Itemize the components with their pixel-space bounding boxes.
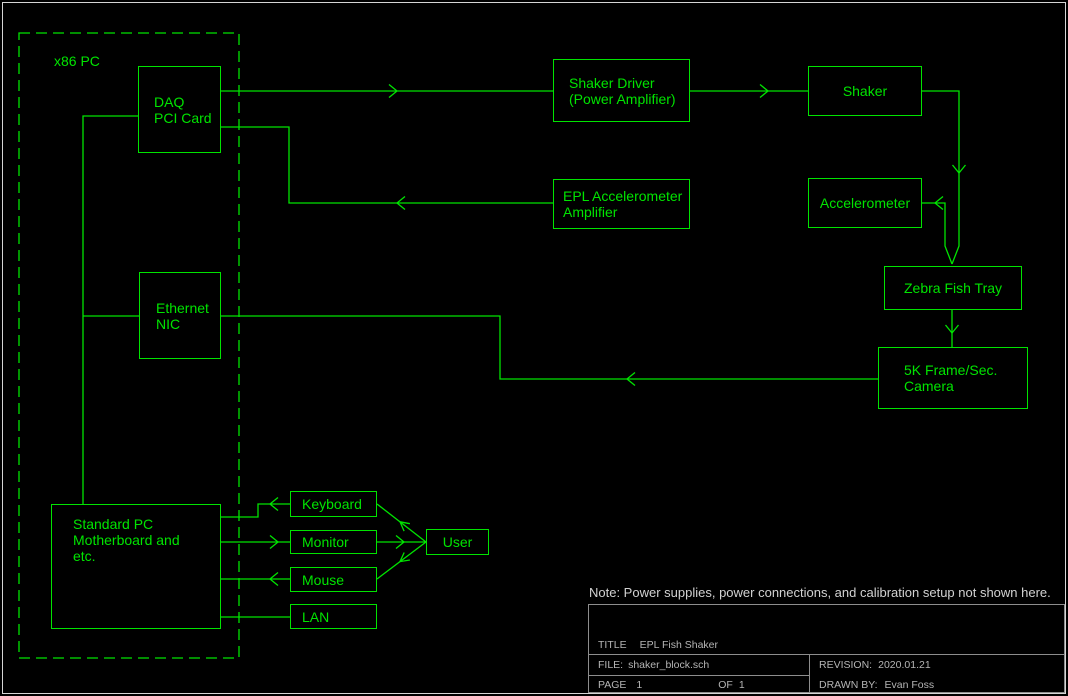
x86-pc-label: x86 PC	[54, 53, 100, 69]
monitor-label: Monitor	[302, 534, 349, 550]
titleblock-revision-row: REVISION: 2020.01.21	[819, 659, 931, 671]
keyboard-label: Keyboard	[302, 496, 362, 512]
arrowhead-down-icon	[951, 164, 967, 175]
arrowhead-left-icon	[268, 571, 279, 587]
shaker-label: Shaker	[842, 83, 888, 99]
lan-label: LAN	[302, 608, 330, 625]
arrowhead-right-icon	[388, 83, 399, 99]
title-label: TITLE	[598, 639, 627, 651]
lan-block[interactable]: LAN	[290, 604, 377, 629]
epl-accelerometer-amplifier-block[interactable]: EPL Accelerometer Amplifier	[553, 179, 690, 229]
wire-user-to-mouse	[376, 541, 427, 580]
wire-shaker-to-tray	[922, 90, 960, 265]
zebra-fish-tray-block[interactable]: Zebra Fish Tray	[884, 266, 1022, 310]
daq-pci-card-label: DAQ PCI Card	[154, 93, 212, 126]
arrowhead-right-icon	[269, 534, 280, 550]
arrowhead-left-icon	[395, 195, 406, 211]
titleblock-file-row: FILE: shaker_block.sch	[598, 659, 709, 671]
wire-tray-to-accelerometer	[922, 202, 953, 265]
title-block: TITLE EPL Fish Shaker FILE: shaker_block.s…	[588, 604, 1065, 693]
monitor-block[interactable]: Monitor	[290, 530, 377, 554]
titleblock-divider-h2	[589, 675, 809, 676]
titleblock-drawnby-row: DRAWN BY: Evan Foss	[819, 679, 934, 691]
wire-user-to-keyboard	[376, 503, 427, 543]
daq-pci-card-block[interactable]: DAQ PCI Card	[138, 66, 221, 153]
revision-value: 2020.01.21	[878, 659, 931, 671]
epl-accelerometer-amplifier-label: EPL Accelerometer Amplifier	[563, 188, 683, 220]
camera-block[interactable]: 5K Frame/Sec. Camera	[878, 347, 1028, 409]
arrowhead-down-icon	[944, 324, 960, 335]
arrowhead-left-icon	[933, 195, 944, 211]
shaker-driver-block[interactable]: Shaker Driver (Power Amplifier)	[553, 59, 690, 122]
page-value: 1	[636, 679, 643, 691]
user-block[interactable]: User	[426, 529, 489, 555]
arrowhead-left-icon	[268, 496, 279, 512]
x86-pc-group-outline	[18, 32, 240, 659]
file-label: FILE:	[598, 659, 624, 671]
file-value: shaker_block.sch	[628, 659, 710, 671]
of-value: 1	[738, 679, 745, 691]
shaker-driver-label: Shaker Driver (Power Amplifier)	[569, 74, 676, 107]
motherboard-label: Standard PC Motherboard and etc.	[73, 516, 180, 564]
wire-keyboard-to-motherboard	[221, 503, 290, 518]
keyboard-block[interactable]: Keyboard	[290, 491, 377, 517]
arrowhead-left-icon	[625, 371, 636, 387]
of-label: OF	[718, 679, 733, 691]
arrowhead-right-icon	[759, 83, 770, 99]
arrowhead-upleft-icon	[398, 520, 411, 532]
camera-label: 5K Frame/Sec. Camera	[904, 362, 998, 394]
wire-amp-to-daq	[220, 126, 553, 204]
drawn-by-value: Evan Foss	[884, 679, 935, 691]
titleblock-divider-h1	[589, 654, 1064, 655]
revision-label: REVISION:	[819, 659, 873, 671]
title-value: EPL Fish Shaker	[639, 639, 718, 651]
accelerometer-block[interactable]: Accelerometer	[808, 178, 922, 228]
page-label: PAGE	[598, 679, 627, 691]
user-label: User	[442, 534, 473, 550]
accelerometer-label: Accelerometer	[819, 195, 911, 211]
ethernet-nic-label: Ethernet NIC	[156, 299, 209, 332]
titleblock-divider-v	[809, 654, 810, 692]
mouse-block[interactable]: Mouse	[290, 567, 377, 592]
mouse-label: Mouse	[302, 571, 345, 588]
titleblock-title-row: TITLE EPL Fish Shaker	[598, 639, 718, 651]
arrowhead-right-icon	[395, 534, 406, 550]
wire-camera-to-nic	[221, 315, 878, 380]
wire-daq-bus-to-motherboard	[82, 115, 138, 504]
motherboard-block[interactable]: Standard PC Motherboard and etc.	[51, 504, 221, 629]
titleblock-page-row: PAGE 1 OF 1	[598, 679, 745, 691]
note-text: Note: Power supplies, power connections,…	[589, 585, 1051, 600]
zebra-fish-tray-label: Zebra Fish Tray	[903, 280, 1003, 296]
shaker-block[interactable]: Shaker	[808, 66, 922, 116]
ethernet-nic-block[interactable]: Ethernet NIC	[139, 272, 221, 359]
drawn-by-label: DRAWN BY:	[819, 679, 878, 691]
arrowhead-downleft-icon	[398, 552, 411, 563]
